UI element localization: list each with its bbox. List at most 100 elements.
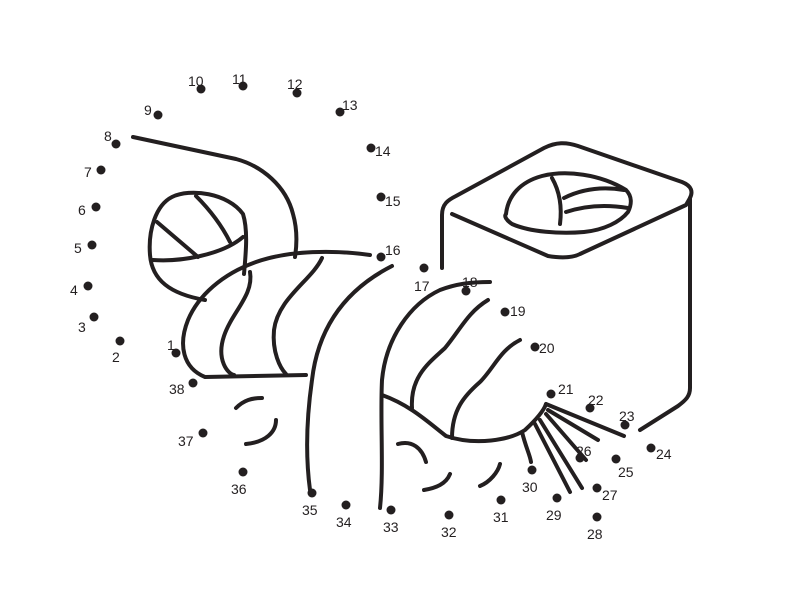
dot-marker bbox=[376, 192, 386, 202]
dot-7: 7 bbox=[84, 164, 106, 180]
cube-top-fish-outline bbox=[503, 171, 633, 235]
dot-number-label: 1 bbox=[167, 337, 175, 353]
dot-marker bbox=[419, 263, 429, 273]
dot-marker bbox=[592, 512, 602, 522]
dot-number-label: 6 bbox=[78, 202, 86, 218]
dot-number-label: 17 bbox=[414, 278, 430, 294]
dot-23: 23 bbox=[619, 408, 635, 430]
dot-number-label: 32 bbox=[441, 524, 457, 540]
sushi-outline-drawing bbox=[131, 135, 694, 510]
seaweed-strip-line bbox=[131, 135, 299, 259]
dot-10: 10 bbox=[188, 73, 206, 94]
dot-number-label: 12 bbox=[287, 76, 303, 92]
right-nigiri-wave-line bbox=[450, 338, 522, 440]
dot-number-label: 7 bbox=[84, 164, 92, 180]
dot-number-label: 5 bbox=[74, 240, 82, 256]
dot-marker bbox=[111, 139, 121, 149]
cube-roll-right-edge bbox=[638, 196, 692, 432]
dot-marker bbox=[171, 348, 181, 358]
dot-number-label: 3 bbox=[78, 319, 86, 335]
dot-3: 3 bbox=[78, 312, 99, 335]
dot-31: 31 bbox=[493, 495, 509, 525]
shrimp-tail-line bbox=[533, 422, 572, 494]
dot-36: 36 bbox=[231, 467, 248, 497]
dot-21: 21 bbox=[546, 381, 574, 399]
dot-number-label: 24 bbox=[656, 446, 672, 462]
right-nigiri-outline bbox=[378, 280, 492, 510]
dot-number-label: 28 bbox=[587, 526, 603, 542]
dot-number-label: 9 bbox=[144, 102, 152, 118]
rice-mound-outline bbox=[305, 264, 394, 492]
dot-marker bbox=[188, 378, 198, 388]
shrimp-tail-line bbox=[546, 408, 600, 442]
dot-marker bbox=[376, 252, 386, 262]
dot-18: 18 bbox=[461, 274, 478, 296]
dot-number-label: 35 bbox=[302, 502, 318, 518]
dot-marker bbox=[96, 165, 106, 175]
dot-number-label: 33 bbox=[383, 519, 399, 535]
dot-29: 29 bbox=[546, 493, 562, 523]
dot-marker bbox=[585, 403, 595, 413]
dot-number-label: 10 bbox=[188, 73, 204, 89]
dot-marker bbox=[496, 495, 506, 505]
dot-number-label: 36 bbox=[231, 481, 247, 497]
shrimp-tail-line bbox=[520, 430, 533, 464]
right-nigiri-wave-line bbox=[409, 298, 490, 410]
dot-number-label: 22 bbox=[588, 392, 604, 408]
cube-top-fish-line bbox=[562, 186, 626, 200]
dot-marker bbox=[153, 110, 163, 120]
dot-20: 20 bbox=[530, 340, 555, 356]
dot-17: 17 bbox=[414, 263, 430, 294]
dot-37: 37 bbox=[178, 428, 208, 449]
dot-number-label: 19 bbox=[510, 303, 526, 319]
dot-number-label: 26 bbox=[576, 443, 592, 459]
dot-38: 38 bbox=[169, 378, 198, 397]
dot-number-label: 30 bbox=[522, 479, 538, 495]
dot-number-label: 29 bbox=[546, 507, 562, 523]
dot-number-label: 11 bbox=[232, 71, 247, 87]
dot-marker bbox=[83, 281, 93, 291]
rice-grain-mark bbox=[244, 418, 278, 446]
dot-marker bbox=[115, 336, 125, 346]
cube-roll-outline bbox=[440, 141, 694, 270]
dot-marker bbox=[196, 84, 206, 94]
dot-24: 24 bbox=[646, 443, 672, 462]
dot-number-label: 18 bbox=[462, 274, 478, 290]
shrimp-tail-line bbox=[538, 418, 584, 490]
dot-marker bbox=[386, 505, 396, 515]
dot-marker bbox=[530, 342, 540, 352]
dot-19: 19 bbox=[500, 303, 526, 319]
dot-2: 2 bbox=[112, 336, 125, 365]
left-fish-wave-line bbox=[219, 270, 253, 377]
dot-15: 15 bbox=[376, 192, 401, 209]
dot-13: 13 bbox=[335, 97, 358, 117]
dot-30: 30 bbox=[522, 465, 538, 495]
dot-marker bbox=[87, 240, 97, 250]
dot-marker bbox=[366, 143, 376, 153]
dot-marker bbox=[500, 307, 510, 317]
dot-marker bbox=[198, 428, 208, 438]
roll-end-outline bbox=[147, 190, 249, 302]
dot-12: 12 bbox=[287, 76, 303, 98]
dot-number-label: 23 bbox=[619, 408, 635, 424]
dot-number-label: 21 bbox=[558, 381, 574, 397]
dot-number-label: 37 bbox=[178, 433, 194, 449]
roll-end-slice-line bbox=[151, 235, 245, 263]
dot-number-label: 25 bbox=[618, 464, 634, 480]
dot-number-label: 14 bbox=[375, 143, 391, 159]
dot-32: 32 bbox=[441, 510, 457, 540]
dot-number-label: 38 bbox=[169, 381, 185, 397]
dot-marker bbox=[575, 453, 585, 463]
dot-marker bbox=[546, 389, 556, 399]
dot-25: 25 bbox=[611, 454, 634, 480]
dot-35: 35 bbox=[302, 488, 318, 518]
dot-marker bbox=[611, 454, 621, 464]
dot-number-label: 16 bbox=[385, 242, 401, 258]
rice-grain-mark bbox=[396, 441, 428, 464]
dot-marker bbox=[307, 488, 317, 498]
dot-28: 28 bbox=[587, 512, 603, 542]
dot-marker bbox=[341, 500, 351, 510]
dot-marker bbox=[620, 420, 630, 430]
